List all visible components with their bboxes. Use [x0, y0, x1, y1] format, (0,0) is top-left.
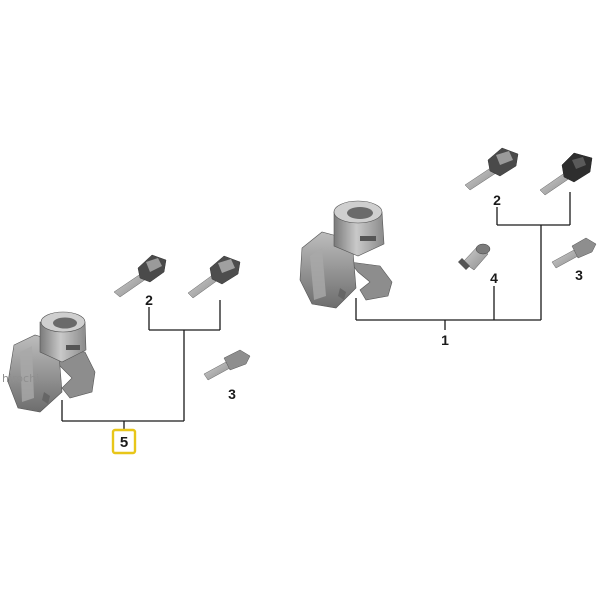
callout-label-2-right: 2: [493, 192, 501, 208]
watermark: hirochi: [2, 372, 40, 385]
callout-lines-right: [355, 192, 571, 330]
key-right-b: [539, 152, 593, 196]
key-right-a: [464, 147, 519, 191]
callout-5-highlight-box: [111, 428, 137, 455]
ignition-lock-right: [299, 200, 393, 309]
key-left-b: [187, 255, 241, 299]
callout-label-5: 5: [120, 434, 128, 451]
callout-label-4: 4: [490, 270, 498, 286]
callout-label-3-right: 3: [575, 267, 583, 283]
blank-key-left: [203, 349, 251, 381]
key-left-a: [113, 254, 167, 298]
callout-label-1: 1: [441, 332, 449, 348]
callout-label-2-left: 2: [145, 292, 153, 308]
ignition-lock-left: [7, 311, 96, 413]
callout-label-3-left: 3: [228, 386, 236, 402]
blank-key-right: [551, 237, 597, 269]
callout-lines-left: [61, 300, 221, 429]
lock-cylinder: [458, 243, 491, 271]
